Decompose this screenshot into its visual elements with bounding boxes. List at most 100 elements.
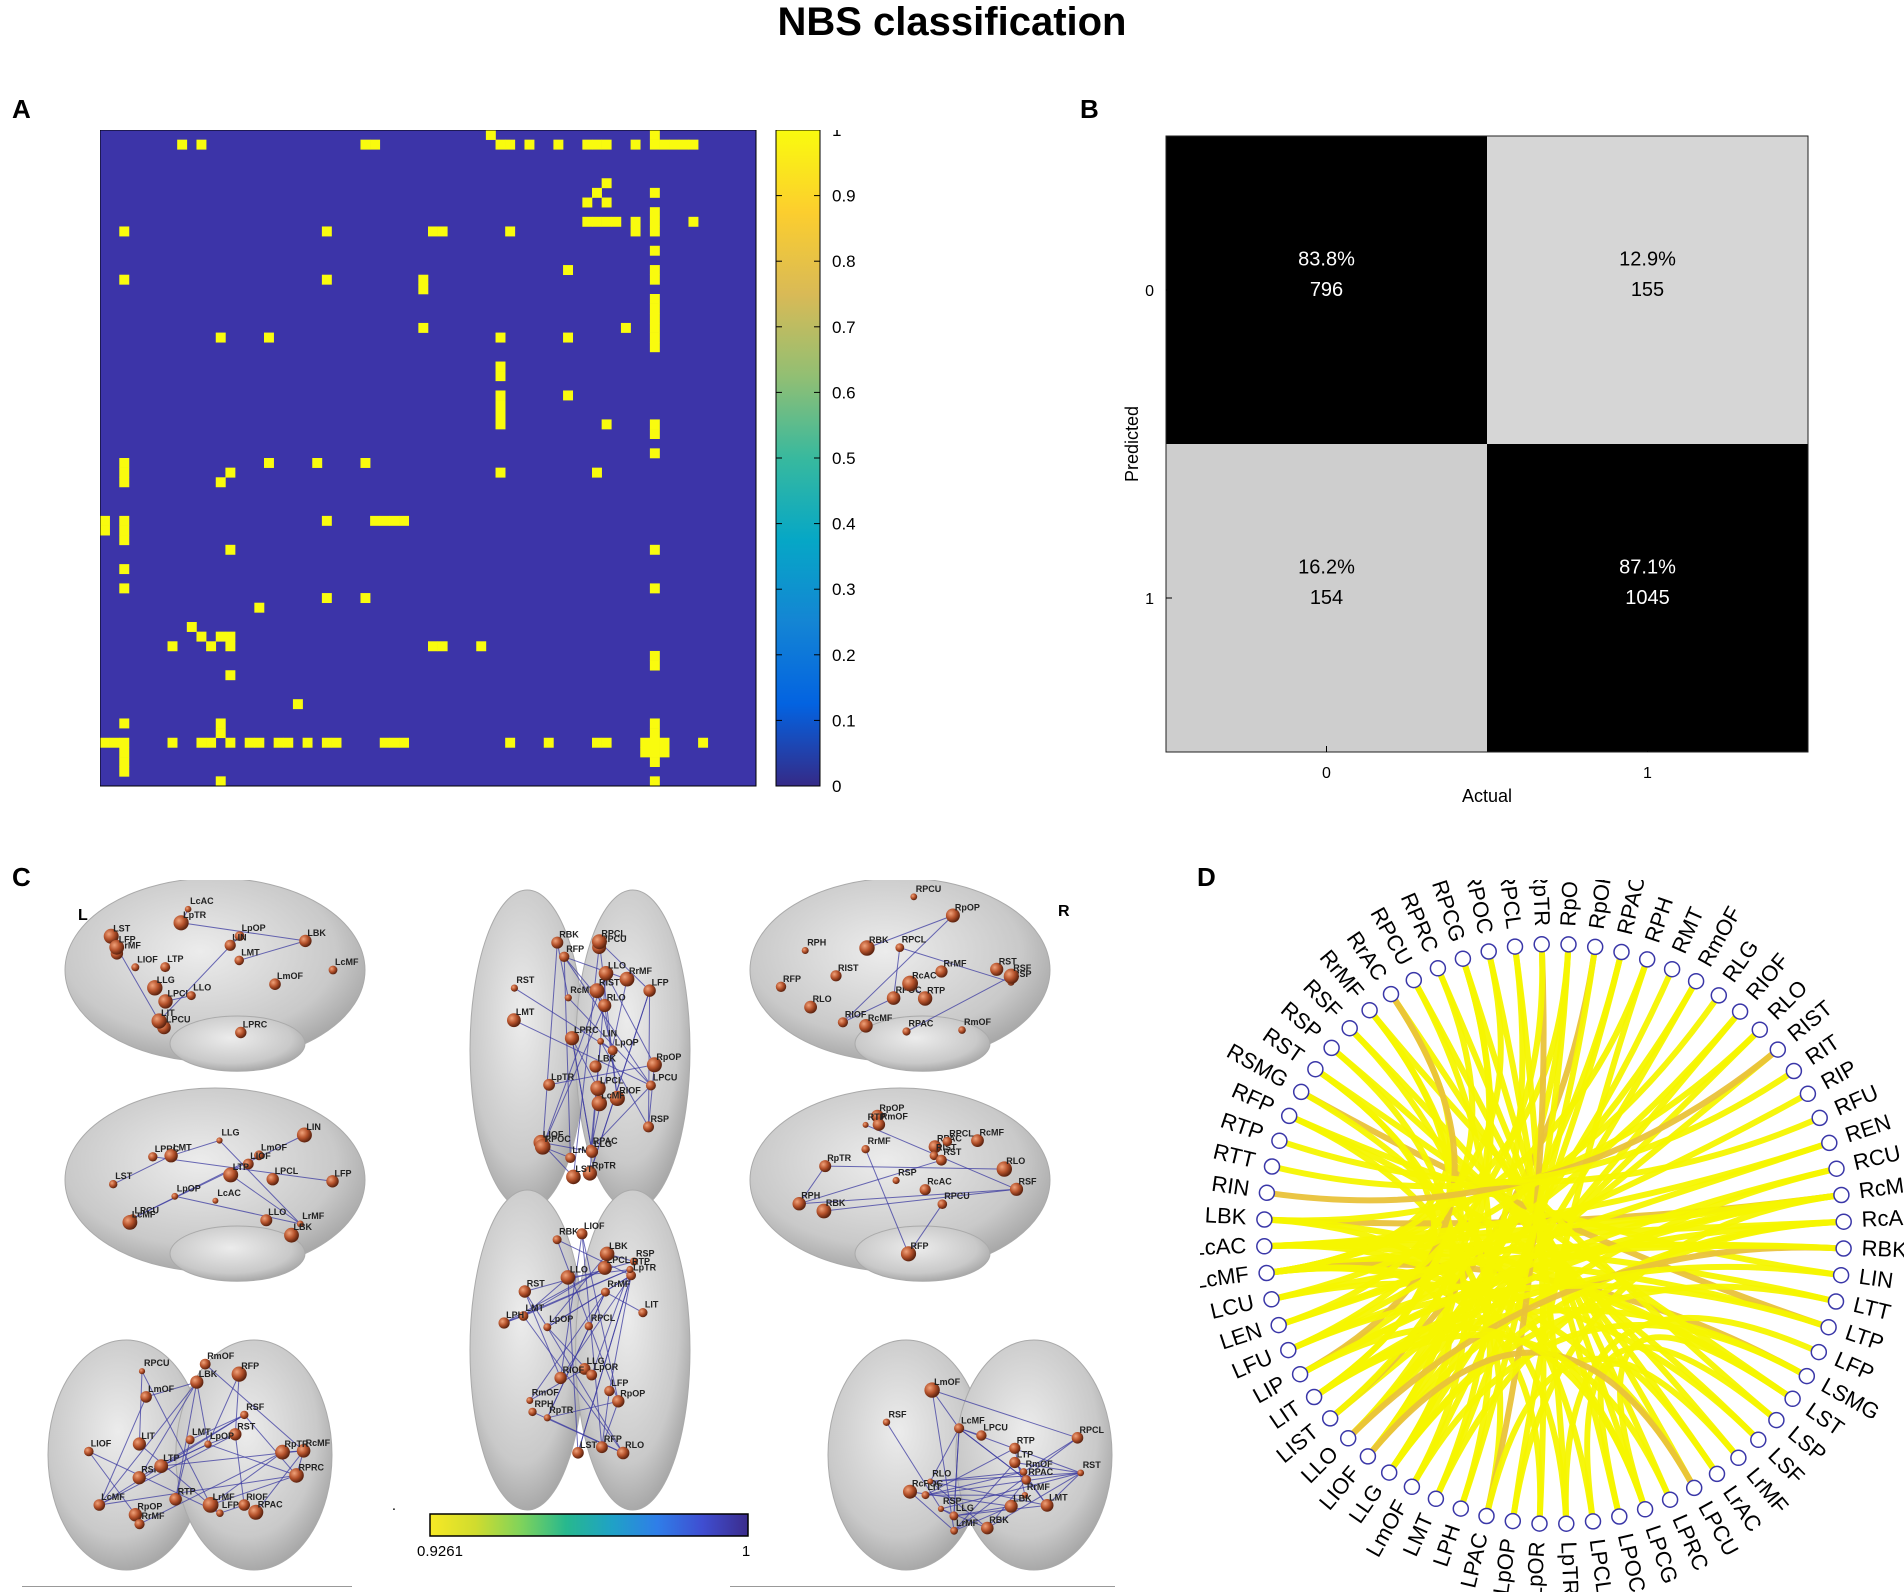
brain-node [921, 1491, 930, 1500]
brain-node-label: LLG [956, 1503, 974, 1513]
matrix-cell [360, 458, 371, 468]
network-edge [523, 1315, 624, 1454]
chord-node [1560, 936, 1577, 953]
network-edges [842, 915, 1012, 1032]
brain-node-label: LIOF [137, 954, 158, 964]
brain-node-label: RrMF [142, 1511, 165, 1521]
brain-node-label: RPCL [902, 935, 927, 945]
brain-node-label: LLO [193, 983, 211, 993]
matrix-cell [254, 737, 265, 748]
matrix-cell [119, 535, 130, 546]
chord-node [1558, 1515, 1575, 1532]
network-edge [243, 1414, 297, 1476]
matrix-cell [100, 737, 110, 748]
brain-node [109, 939, 125, 955]
chord-node [1280, 1341, 1297, 1359]
chord-node [1339, 1430, 1357, 1447]
chord-node [1280, 1107, 1298, 1125]
brain-node [892, 1176, 900, 1185]
chord-node [1613, 943, 1630, 961]
colorbar-max-label: 1 [742, 1543, 750, 1560]
network-edge [931, 1389, 1078, 1439]
chord-edge [1386, 1283, 1839, 1476]
matrix-cell [428, 226, 438, 237]
brain-node [1009, 1456, 1021, 1469]
network-edge [1023, 1437, 1078, 1473]
brain-node-label: RSP [1013, 969, 1032, 979]
chord-node [1799, 1085, 1817, 1103]
brain-node [103, 928, 119, 944]
network-edge [842, 997, 894, 1023]
brain-node-label: LLG [587, 1356, 605, 1366]
network-edge [953, 1437, 1078, 1532]
chord-node-label: RpTR [1528, 880, 1555, 927]
brain-node [186, 991, 196, 1001]
network-edge [546, 1326, 624, 1454]
matrix-cell [601, 197, 612, 208]
network-edge [547, 1400, 619, 1419]
network-edge [204, 1363, 304, 1452]
chord-node [1256, 1238, 1273, 1255]
brain-node-label: RPCU [144, 1358, 170, 1368]
brain-node-label: RpOP [879, 1103, 904, 1113]
brain-node [830, 970, 842, 982]
matrix-cell [649, 226, 660, 237]
brain-node [260, 1214, 273, 1227]
network-edge [189, 1414, 245, 1441]
panel-label-a: A [12, 94, 31, 124]
matrix-cell [649, 303, 660, 314]
matrix-cell [225, 631, 236, 642]
matrix-frame [100, 130, 757, 787]
chord-node-label: LBK [1204, 1202, 1247, 1229]
brain-node [928, 1140, 942, 1154]
matrix-cell [495, 361, 506, 372]
brain-node [526, 1397, 534, 1404]
matrix-cell [119, 737, 130, 748]
brain-node [954, 1423, 965, 1434]
brain-node [591, 1095, 607, 1112]
confusion-cell [1487, 444, 1808, 752]
brain-node [945, 908, 960, 923]
brain-node-label: RPAC [258, 1499, 283, 1509]
brain-node [924, 1382, 940, 1398]
chord-node-label: RcMF [1857, 1171, 1904, 1204]
brain-node [299, 934, 312, 948]
brain-view-anterior: RPACRPRCRcMFRSPRSFLcMFRpOPRrMFLrMFRpTRRS… [47, 1339, 333, 1571]
chord-node-label: RIN [1210, 1171, 1251, 1201]
matrix-cell [321, 737, 332, 748]
brain-node-label: RSP [651, 1114, 670, 1124]
brain-node-label: RSP [898, 1168, 917, 1178]
chord-node [1685, 1479, 1703, 1497]
colorbar-tick-label: 1 [832, 130, 841, 140]
matrix-cell [649, 245, 660, 256]
chord-node [1768, 1411, 1785, 1429]
brain-node-label: LcAC [217, 1188, 241, 1198]
brain-node-label: LPH [506, 1310, 524, 1320]
brain-node [902, 975, 918, 992]
adjacency-matrix [100, 130, 757, 787]
matrix-cell [601, 178, 612, 189]
matrix-cell [505, 226, 516, 237]
brain-view-posterior: LcMFRPACRSPRcPOCLPCURSFRrMFLrMFRPCLLBKLL… [827, 1339, 1113, 1571]
chord-node [1810, 1343, 1828, 1361]
brain-node-label: RPH [535, 1399, 554, 1409]
brain-node-label: RFP [911, 1241, 929, 1251]
network-edge [906, 975, 1012, 1032]
brain-node-label: LpTR [551, 1072, 574, 1082]
network-edge [98, 1381, 198, 1506]
brain-node [804, 1000, 817, 1014]
matrix-cell [649, 130, 660, 140]
brain-node-label: LPCL [275, 1166, 299, 1176]
brain-hemisphere [175, 1339, 333, 1571]
matrix-cell [649, 342, 660, 353]
brain-node-label: LLO [268, 1207, 286, 1217]
chord-edge [1268, 992, 1722, 1303]
network-edge [523, 1267, 606, 1317]
network-edge [542, 942, 558, 1147]
brain-node [599, 1246, 615, 1262]
brain-node [147, 980, 163, 996]
network-edge [571, 1037, 599, 1089]
brain-node-label: LpTR [633, 1262, 656, 1272]
